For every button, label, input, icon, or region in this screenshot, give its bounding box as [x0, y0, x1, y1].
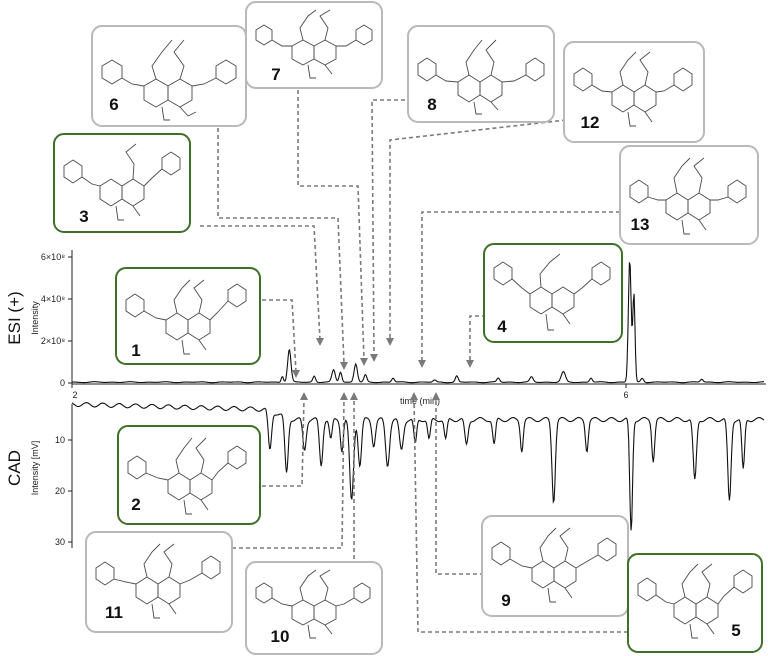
leader-11: [232, 397, 345, 549]
leader-6-arrow: [340, 362, 348, 370]
esi-panel-label: ESI (+): [5, 291, 24, 344]
leader-12: [389, 119, 567, 340]
leader-11-arrow: [340, 392, 348, 400]
leader-3: [200, 225, 321, 341]
compound-5-label: 5: [731, 621, 740, 640]
leader-7: [297, 90, 365, 361]
esi-xtick-label-6: 6: [623, 390, 628, 400]
compound-13-frame: [619, 145, 759, 245]
compound-box-4: 4: [483, 243, 623, 343]
compound-1-frame: [115, 267, 261, 365]
esi-ytick-label-0: 0: [60, 378, 65, 388]
leader-13-arrow: [418, 360, 426, 368]
compound-2-frame: [117, 425, 261, 525]
compound-box-13: 13: [619, 145, 759, 245]
compound-3-structure: [63, 143, 181, 221]
cad-ytick-label-20: 20: [55, 486, 65, 496]
compound-3-label: 3: [79, 207, 88, 226]
compound-8-frame: [407, 25, 555, 123]
compound-9-label: 9: [501, 591, 510, 610]
compound-7-label: 7: [271, 65, 280, 84]
cad-trace: [71, 402, 765, 531]
compound-13-structure: [629, 157, 747, 235]
compound-1-structure: [125, 279, 247, 355]
compound-5-structure: [637, 563, 753, 639]
leader-8-arrow: [370, 354, 378, 362]
compound-12-structure: [573, 51, 693, 127]
compound-11-structure: [95, 543, 221, 619]
compound-7-structure: [255, 9, 373, 79]
cad-ytick-label-30: 30: [55, 537, 65, 547]
compound-2-label: 2: [131, 495, 140, 514]
leader-12-arrow: [386, 338, 394, 346]
leader-4: [469, 315, 486, 362]
compound-box-1: 1: [115, 267, 261, 365]
compound-3-frame: [53, 133, 191, 233]
leader-1-arrow: [292, 370, 300, 378]
compound-box-10: 10: [245, 561, 383, 655]
compound-box-5: 5: [627, 553, 763, 653]
leader-5: [413, 397, 628, 633]
compound-8-structure: [417, 39, 545, 115]
compound-6-structure: [101, 39, 237, 121]
esi-trace: [71, 262, 764, 384]
compound-10-structure: [255, 569, 371, 639]
compound-box-2: 2: [117, 425, 261, 525]
compound-13-label: 13: [631, 215, 650, 234]
compound-10-label: 10: [271, 627, 290, 646]
compound-8-label: 8: [427, 95, 436, 114]
leader-13: [421, 211, 620, 362]
leader-9: [435, 398, 484, 575]
compound-1-label: 1: [131, 341, 140, 360]
leader-2: [262, 397, 305, 487]
leader-3-arrow: [316, 338, 324, 346]
leader-1: [262, 299, 297, 373]
esi-ytick-label-6: 6×10⁸: [41, 252, 65, 262]
compound-11-label: 11: [105, 603, 123, 622]
cad-panel-label: CAD: [5, 450, 24, 486]
leader-4-arrow: [466, 360, 474, 368]
esi-axes: 0 2×10⁸ 4×10⁸ 6×10⁸ 2 6 time (min): [41, 250, 766, 406]
cad-ytick-label-10: 10: [55, 435, 65, 445]
esi-xtick-label-2: 2: [72, 390, 77, 400]
leader-10-arrow: [350, 392, 358, 400]
compound-6-label: 6: [109, 95, 118, 114]
compound-11-frame: [85, 531, 233, 633]
esi-ylabel: Intensity: [30, 301, 40, 335]
compound-4-label: 4: [497, 317, 507, 336]
compound-12-label: 12: [581, 113, 600, 132]
cad-ylabel: Intensity [mV]: [30, 441, 40, 496]
esi-xlabel: time (min): [400, 396, 440, 406]
compound-box-12: 12: [563, 41, 705, 143]
compound-box-6: 6: [91, 25, 247, 127]
compound-2-structure: [127, 437, 247, 515]
esi-ytick-label-2: 2×10⁸: [41, 336, 65, 346]
leader-7-arrow: [360, 358, 368, 366]
leader-lines: [200, 90, 628, 633]
cad-axes: 10 20 30: [55, 404, 73, 548]
compound-box-8: 8: [407, 25, 555, 123]
compound-7-frame: [245, 1, 383, 89]
leader-8: [371, 99, 412, 357]
compound-4-structure: [493, 253, 611, 331]
esi-ytick-label-4: 4×10⁸: [41, 294, 65, 304]
compound-box-7: 7: [245, 1, 383, 89]
compound-box-3: 3: [53, 133, 191, 233]
leader-5-arrow: [410, 392, 418, 400]
leader-6: [217, 128, 345, 365]
compound-9-structure: [491, 527, 617, 603]
leader-2-arrow: [300, 392, 308, 400]
compound-box-11: 11: [85, 531, 233, 633]
compound-box-9: 9: [481, 515, 629, 617]
leader-9-arrow: [432, 392, 440, 400]
